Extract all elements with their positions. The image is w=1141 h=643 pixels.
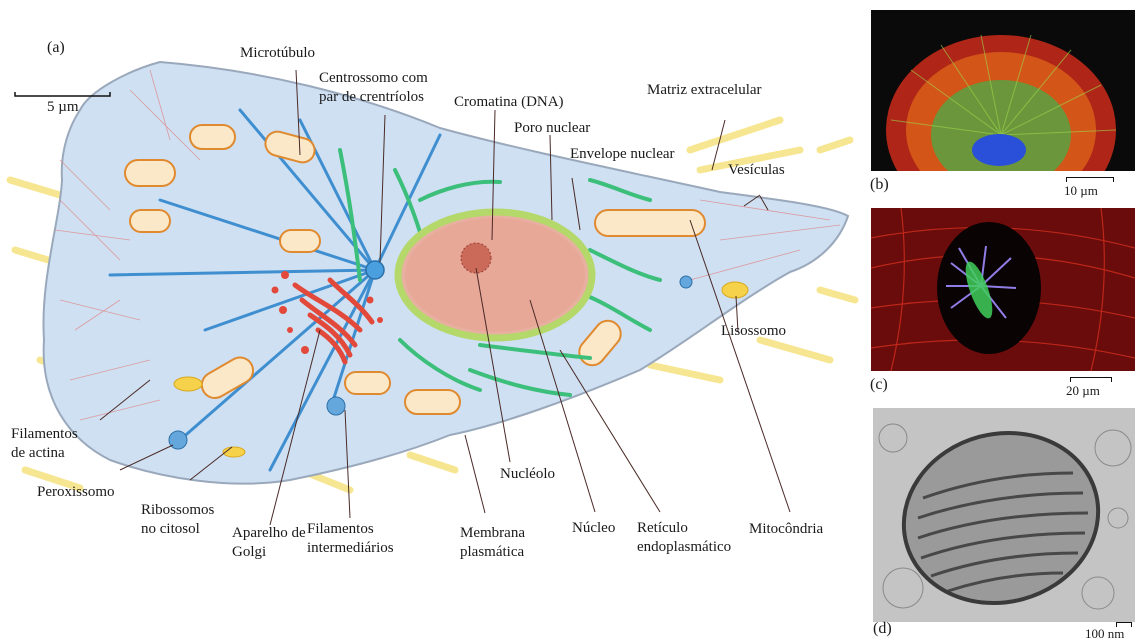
scale-label-b: 10 µm <box>1064 181 1098 200</box>
label-microtubulo: Microtúbulo <box>240 44 315 63</box>
micrograph-b <box>871 10 1135 171</box>
label-nucleolo: Nucléolo <box>500 465 555 484</box>
label-golgi: Aparelho de Golgi <box>232 524 306 562</box>
centrosome <box>366 261 384 279</box>
label-poro-nuclear: Poro nuclear <box>514 119 590 138</box>
label-matriz: Matriz extracelular <box>647 81 762 100</box>
panel-letter-b: (b) <box>870 175 889 194</box>
scale-label-a: 5 µm <box>47 98 79 117</box>
label-filamentos-actina: Filamentos de actina <box>11 425 78 463</box>
micrograph-d <box>873 408 1135 622</box>
label-cromatina: Cromatina (DNA) <box>454 93 564 112</box>
label-peroxissomo: Peroxissomo <box>37 483 115 502</box>
label-reticulo: Retículo endoplasmático <box>637 519 731 557</box>
label-nucleo: Núcleo <box>572 519 615 538</box>
label-lisossomo: Lisossomo <box>721 322 786 341</box>
scale-label-c: 20 µm <box>1066 381 1100 400</box>
label-ribossomos: Ribossomos no citosol <box>141 501 214 539</box>
label-filamentos-intermediarios: Filamentos intermediários <box>307 520 394 558</box>
panel-letter-a: (a) <box>47 38 65 57</box>
panel-letter-d: (d) <box>873 619 892 638</box>
label-vesiculas: Vesículas <box>728 161 785 180</box>
label-centrossomo: Centrossomo com par de crentríolos <box>319 69 428 107</box>
micrograph-c <box>871 208 1135 371</box>
panel-letter-c: (c) <box>870 375 888 394</box>
nucleus-interior <box>405 218 585 332</box>
scale-label-d: 100 nm <box>1085 624 1124 643</box>
label-membrana: Membrana plasmática <box>460 524 525 562</box>
label-envelope-nuclear: Envelope nuclear <box>570 145 675 164</box>
label-mitocondria: Mitocôndria <box>749 520 823 539</box>
